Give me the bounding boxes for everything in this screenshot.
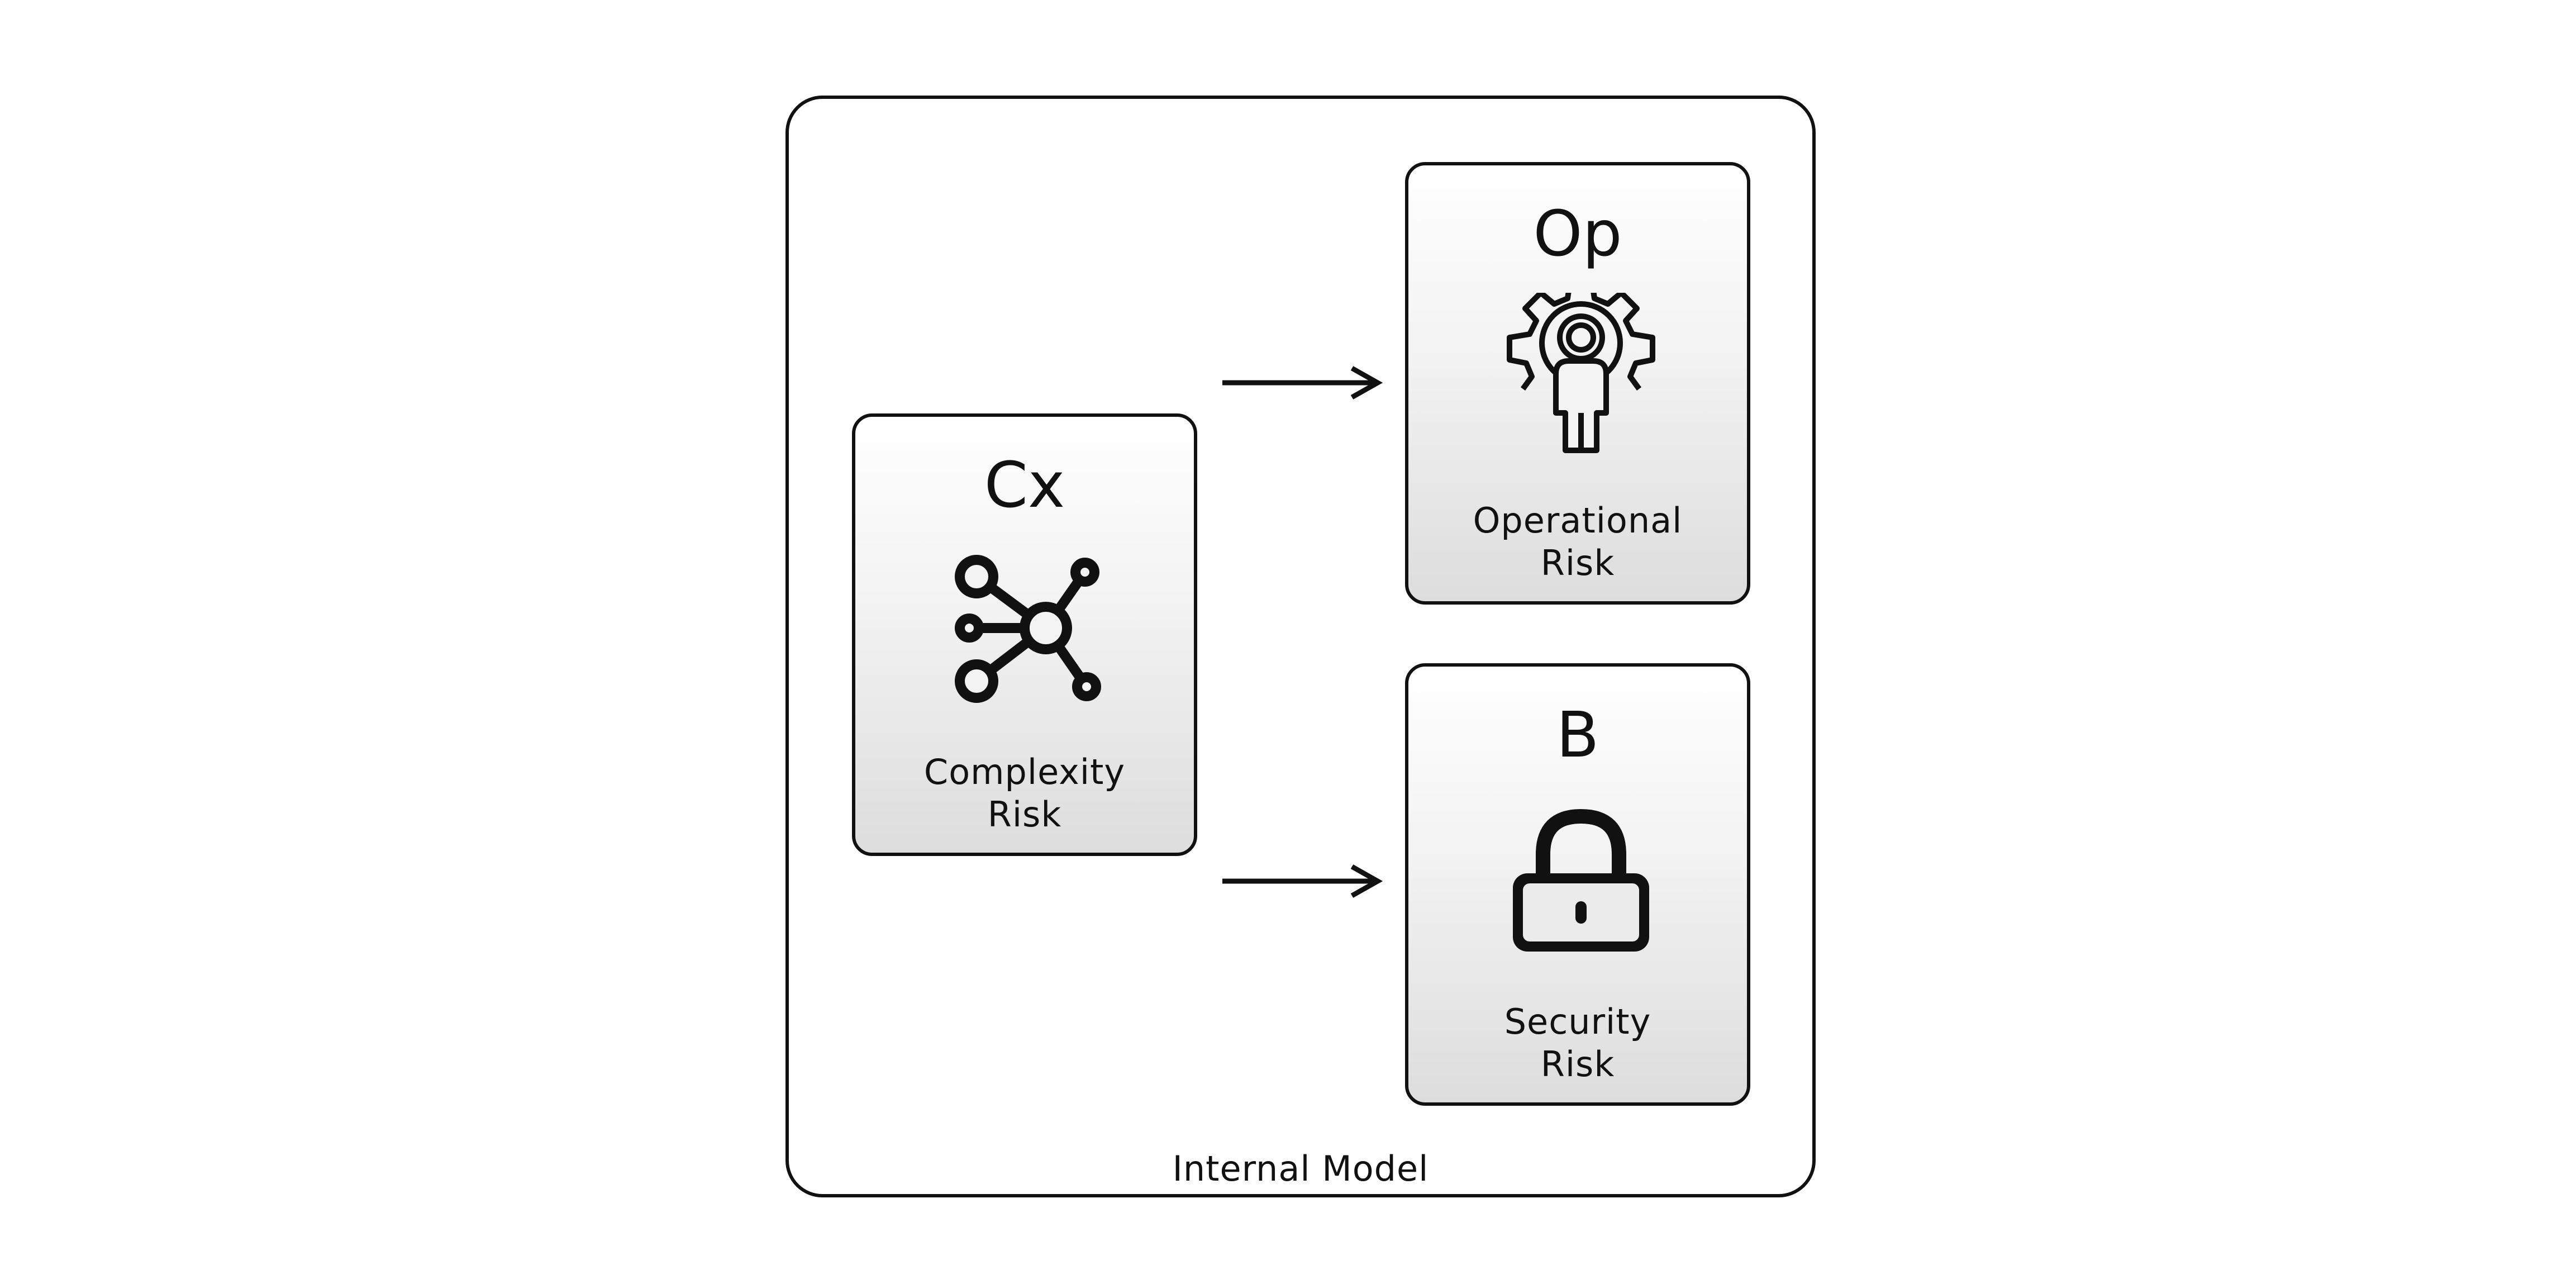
arrow-cx-to-b [1222,864,1383,898]
complexity-risk-label-line1: Complexity [923,752,1126,792]
complexity-risk-label-line2: Risk [987,794,1062,835]
security-risk-code: B [1556,699,1599,772]
network-icon [955,555,1101,703]
security-risk-label-line1: Security [1504,1001,1651,1042]
operational-risk-label: Operational Risk [1408,500,1747,584]
padlock-icon [1513,809,1649,952]
operational-risk-label-line1: Operational [1473,500,1683,541]
complexity-risk-code: Cx [984,449,1065,522]
operational-risk-card: Op Operational Risk [1405,162,1750,605]
complexity-risk-card: Cx Complexity Risk [852,413,1197,856]
arrow-cx-to-op [1222,366,1383,400]
security-risk-label: Security Risk [1408,1001,1747,1086]
security-risk-label-line2: Risk [1540,1044,1615,1085]
security-risk-card: B Security Risk [1405,663,1750,1106]
complexity-risk-label: Complexity Risk [855,751,1194,836]
internal-model-label: Internal Model [1172,1148,1429,1189]
operational-risk-code: Op [1533,198,1622,270]
operational-risk-label-line2: Risk [1540,543,1615,583]
gear-person-icon [1507,293,1655,453]
